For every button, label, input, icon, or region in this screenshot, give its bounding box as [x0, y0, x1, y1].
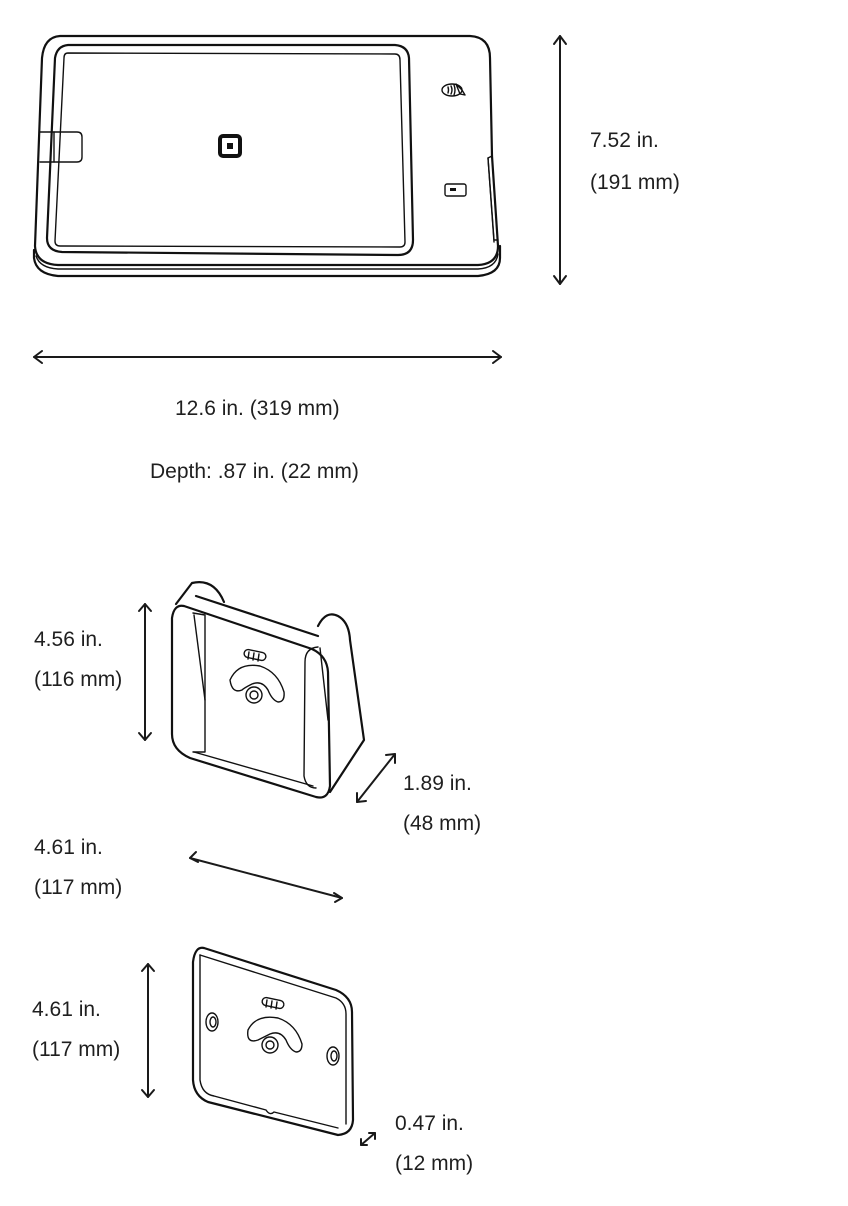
wall-mount-height-arrow — [141, 963, 155, 1098]
terminal-depth-label: Depth: .87 in. (22 mm) — [150, 460, 359, 483]
square-logo-icon — [218, 134, 242, 158]
contactless-payment-icon — [441, 83, 466, 97]
stand-width-in: 4.61 in. — [34, 836, 103, 859]
wall-mount-depth-mm: (12 mm) — [395, 1152, 474, 1175]
terminal-height-mm: (191 mm) — [590, 171, 680, 194]
stand-depth-arrow — [356, 753, 396, 803]
stand-depth-in: 1.89 in. — [403, 772, 472, 795]
terminal-height-in: 7.52 in. — [590, 129, 659, 152]
wall-mount-depth-in: 0.47 in. — [395, 1112, 464, 1135]
stand-depth-mm: (48 mm) — [403, 812, 482, 835]
wall-mount-height-mm: (117 mm) — [32, 1038, 121, 1061]
stand-height-arrow — [138, 603, 152, 741]
terminal-height-arrow — [553, 35, 567, 285]
wall-mount-depth-arrow — [360, 1132, 376, 1146]
stand-drawing — [170, 581, 366, 799]
card-slot-icon — [444, 183, 467, 197]
stand-height-mm: (116 mm) — [34, 668, 123, 691]
stand-width-mm: (117 mm) — [34, 876, 123, 899]
stand-height-in: 4.56 in. — [34, 628, 103, 651]
wall-mount-drawing — [191, 946, 355, 1137]
terminal-width-arrow — [33, 350, 502, 364]
terminal-width-label: 12.6 in. (319 mm) — [175, 397, 340, 420]
stand-width-arrow — [189, 851, 343, 903]
wall-mount-height-in: 4.61 in. — [32, 998, 101, 1021]
terminal-drawing — [32, 34, 502, 278]
